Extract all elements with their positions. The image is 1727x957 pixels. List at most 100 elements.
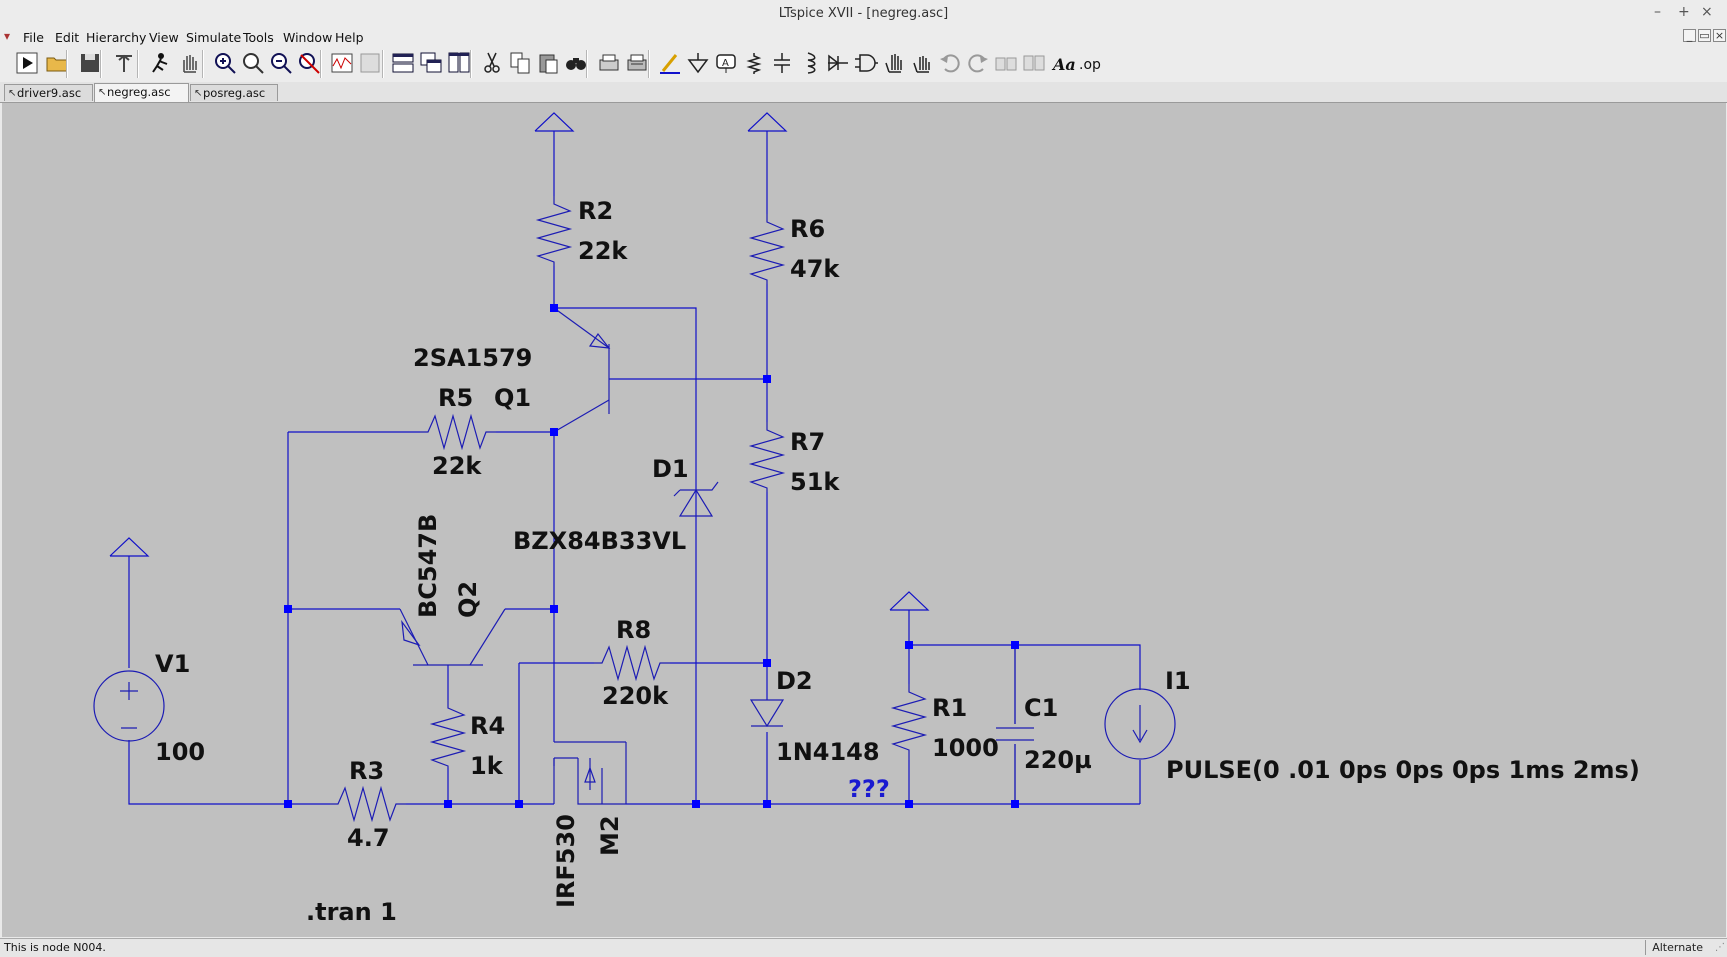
capacitor-icon[interactable]	[769, 50, 795, 76]
menu-tools[interactable]: Tools	[243, 30, 274, 45]
zoom-cancel-icon[interactable]	[296, 50, 322, 76]
menu-edit[interactable]: Edit	[55, 30, 80, 45]
redo-icon[interactable]	[965, 50, 991, 76]
mdi-restore-button[interactable]: ▭	[1698, 29, 1711, 42]
mosfet-m2[interactable]	[553, 741, 627, 805]
rotate-icon[interactable]	[993, 50, 1019, 76]
tab-driver9[interactable]: ↖driver9.asc	[4, 84, 93, 101]
label-r5-name[interactable]: R5	[438, 384, 473, 412]
label-d2-name[interactable]: D2	[776, 667, 813, 695]
supply-flag-v1[interactable]	[109, 537, 150, 557]
label-m2-name[interactable]: M2	[596, 815, 624, 856]
menu-file[interactable]: File	[23, 30, 44, 45]
label-r1-name[interactable]: R1	[932, 694, 967, 722]
label-r2-name[interactable]: R2	[578, 197, 613, 225]
resistor-r4[interactable]	[429, 700, 467, 768]
spice-directive-tran[interactable]: .tran 1	[306, 898, 397, 926]
resistor-r8[interactable]	[594, 644, 670, 682]
resistor-r1[interactable]	[890, 684, 928, 760]
drag-icon[interactable]	[909, 50, 935, 76]
label-net-icon[interactable]: A	[713, 50, 739, 76]
move-icon[interactable]	[881, 50, 907, 76]
undo-icon[interactable]	[937, 50, 963, 76]
label-d1-name[interactable]: D1	[652, 455, 689, 483]
label-d1-value[interactable]: BZX84B33VL	[513, 527, 686, 555]
tile-vertical-icon[interactable]	[446, 50, 472, 76]
run-icon[interactable]	[14, 50, 40, 76]
resize-grip-icon[interactable]: ⋰	[1715, 942, 1725, 953]
label-v1-name[interactable]: V1	[155, 650, 190, 678]
paste-icon[interactable]	[535, 50, 561, 76]
label-i1-name[interactable]: I1	[1165, 667, 1191, 695]
label-q1-value[interactable]: 2SA1579	[413, 344, 532, 372]
component-icon[interactable]	[853, 50, 879, 76]
transistor-q1[interactable]	[553, 307, 611, 433]
net-label-unknown[interactable]: ???	[848, 775, 890, 803]
cascade-icon[interactable]	[418, 50, 444, 76]
mdi-close-button[interactable]: ×	[1713, 29, 1726, 42]
current-source-i1[interactable]	[1104, 688, 1176, 760]
copy-icon[interactable]	[507, 50, 533, 76]
menu-view[interactable]: View	[149, 30, 179, 45]
waveform-icon[interactable]	[329, 50, 355, 76]
label-r3-name[interactable]: R3	[349, 757, 384, 785]
menu-hierarchy[interactable]: Hierarchy	[86, 30, 147, 45]
menu-help[interactable]: Help	[335, 30, 364, 45]
label-i1-value[interactable]: PULSE(0 .01 0ps 0ps 0ps 1ms 2ms)	[1166, 756, 1640, 784]
label-r6-value[interactable]: 47k	[790, 255, 840, 283]
label-r3-value[interactable]: 4.7	[347, 824, 390, 852]
supply-flag-r1[interactable]	[889, 591, 930, 611]
transistor-q2[interactable]	[399, 608, 506, 666]
app-icon[interactable]: ▾	[4, 29, 11, 43]
label-r8-value[interactable]: 220k	[602, 682, 669, 710]
schematic-canvas[interactable]: R2 22k R6 47k R7 51k 2SA1579 R5 Q1 22k D…	[2, 103, 1726, 937]
label-r6-name[interactable]: R6	[790, 215, 825, 243]
label-c1-value[interactable]: 220µ	[1024, 746, 1092, 774]
capacitor-c1[interactable]	[996, 645, 1034, 804]
tile-horizontal-icon[interactable]	[390, 50, 416, 76]
mirror-icon[interactable]	[1021, 50, 1047, 76]
label-r1-value[interactable]: 1000	[932, 734, 999, 762]
spice-directive-icon[interactable]: .op	[1076, 50, 1102, 76]
cut-icon[interactable]	[479, 50, 505, 76]
save-icon[interactable]	[77, 50, 103, 76]
resistor-r6[interactable]	[748, 214, 786, 284]
diode-d2[interactable]	[749, 699, 785, 728]
resistor-r7[interactable]	[748, 422, 786, 492]
zoom-out-icon[interactable]	[268, 50, 294, 76]
label-q1-name[interactable]: Q1	[494, 384, 531, 412]
autorange-icon[interactable]	[357, 50, 383, 76]
control-panel-icon[interactable]	[111, 50, 137, 76]
tab-negreg[interactable]: ↖negreg.asc	[94, 83, 189, 102]
text-icon[interactable]: Aa	[1050, 50, 1076, 76]
diode-icon[interactable]	[825, 50, 851, 76]
resistor-r5[interactable]	[420, 413, 496, 451]
label-r2-value[interactable]: 22k	[578, 237, 628, 265]
label-r7-value[interactable]: 51k	[790, 468, 840, 496]
zoom-in-icon[interactable]	[212, 50, 238, 76]
label-m2-value[interactable]: IRF530	[552, 814, 580, 908]
print-icon[interactable]	[624, 50, 650, 76]
minimize-button[interactable]: –	[1654, 4, 1661, 20]
schematic[interactable]: R2 22k R6 47k R7 51k 2SA1579 R5 Q1 22k D…	[2, 103, 1726, 937]
menu-window[interactable]: Window	[283, 30, 333, 45]
maximize-button[interactable]: +	[1678, 4, 1690, 20]
voltage-source-v1[interactable]	[93, 670, 165, 742]
label-q2-value[interactable]: BC547B	[414, 514, 442, 618]
find-icon[interactable]	[563, 50, 589, 76]
inductor-icon[interactable]	[797, 50, 823, 76]
menu-simulate[interactable]: Simulate	[186, 30, 242, 45]
print-preview-icon[interactable]	[596, 50, 622, 76]
label-r4-name[interactable]: R4	[470, 712, 505, 740]
supply-flag-r2[interactable]	[534, 112, 575, 132]
mdi-minimize-button[interactable]: _	[1683, 29, 1696, 42]
resistor-r3[interactable]	[330, 785, 406, 823]
label-r7-name[interactable]: R7	[790, 428, 825, 456]
draw-wire-icon[interactable]	[657, 50, 683, 76]
label-v1-value[interactable]: 100	[155, 738, 205, 766]
label-r8-name[interactable]: R8	[616, 616, 651, 644]
label-c1-name[interactable]: C1	[1024, 694, 1058, 722]
zoom-rect-icon[interactable]	[240, 50, 266, 76]
label-r5-value[interactable]: 22k	[432, 452, 482, 480]
resistor-icon[interactable]	[741, 50, 767, 76]
